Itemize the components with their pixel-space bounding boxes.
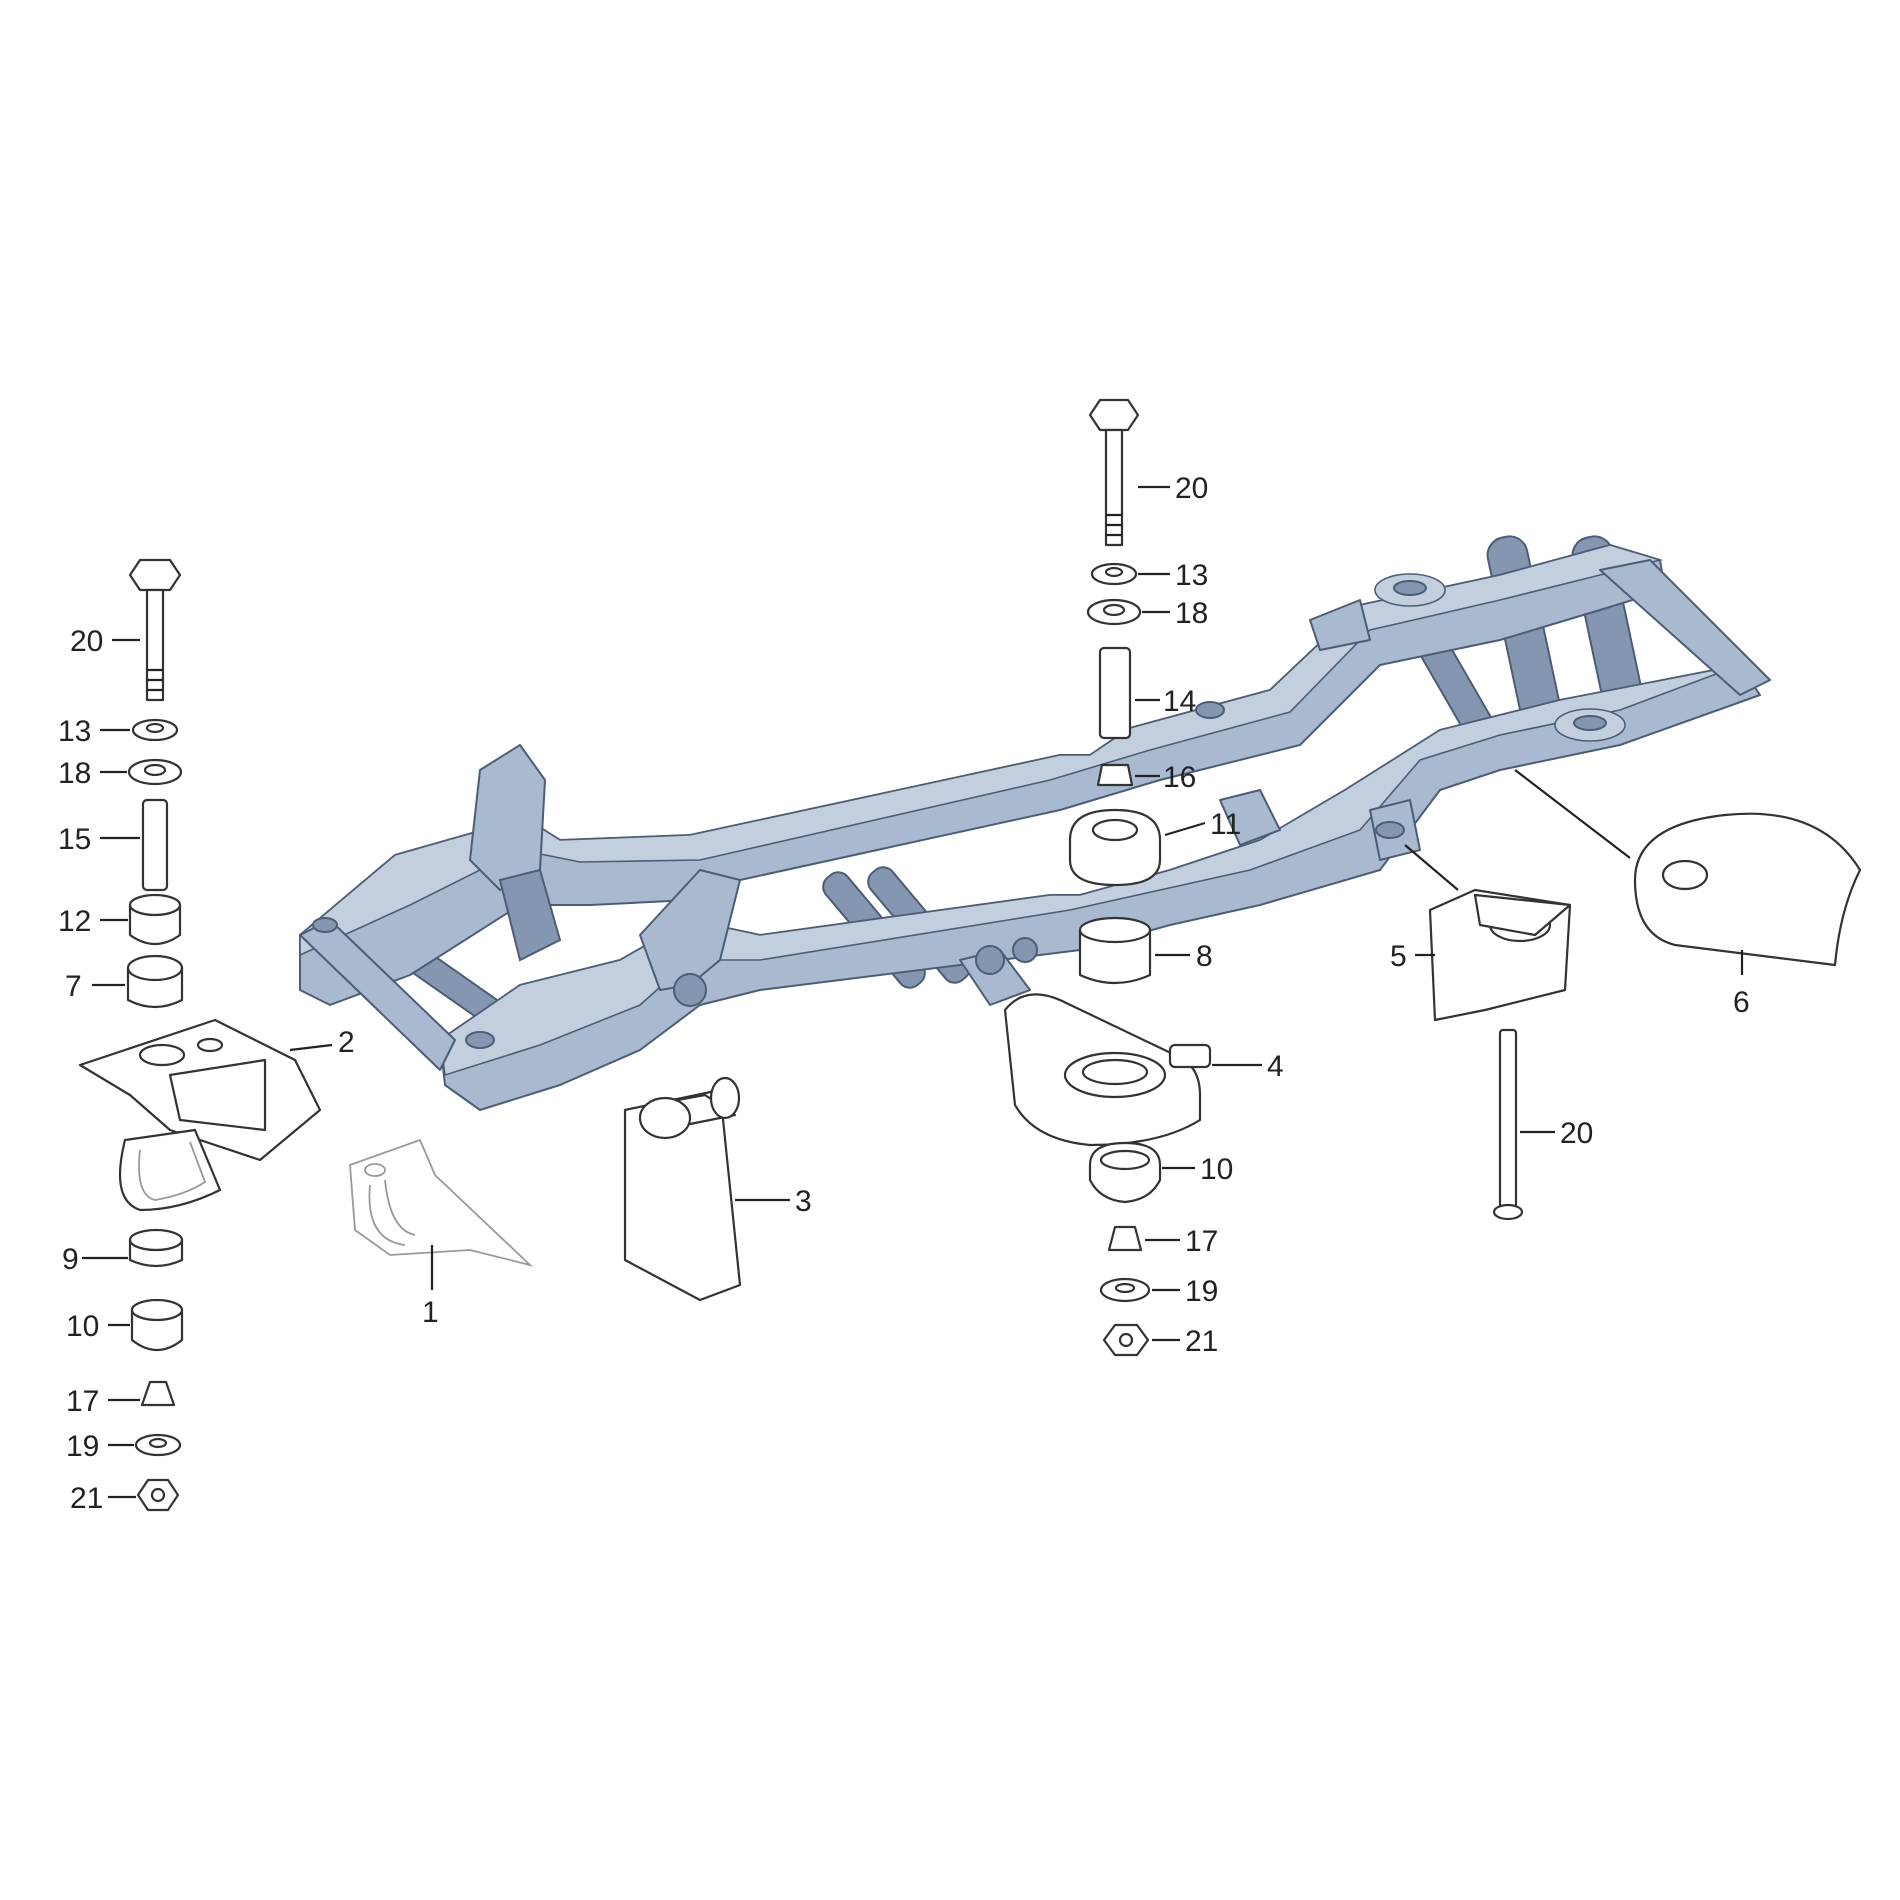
callout-labels: 20 13 18 15 12 7 9 10 17 19 21 2 1 3 20 … <box>58 472 1750 1515</box>
callout-9: 9 <box>62 1243 79 1276</box>
callout-13-center: 13 <box>1175 559 1208 592</box>
chassis-frame <box>299 535 1771 1111</box>
callout-17-left: 17 <box>66 1385 99 1418</box>
callout-19-center: 19 <box>1185 1275 1218 1308</box>
callout-7: 7 <box>65 970 82 1003</box>
callout-20-center: 20 <box>1175 472 1208 505</box>
left-sleeve-15-part <box>141 798 169 892</box>
callout-16: 16 <box>1163 761 1196 794</box>
callout-10-left: 10 <box>66 1310 99 1343</box>
leader-lines <box>82 485 1744 1499</box>
right-bolt-part <box>1492 1028 1524 1221</box>
callout-10-center: 10 <box>1200 1153 1233 1186</box>
bracket-4-part <box>1003 993 1212 1147</box>
left-mount-stack <box>126 558 184 1512</box>
left-cone-17-part <box>140 1380 176 1407</box>
center-cone-16-part <box>1096 763 1134 787</box>
bracket-6-part <box>1633 812 1862 967</box>
bracket-5-part <box>1428 888 1572 1022</box>
center-bushing-8-part <box>1078 928 1152 985</box>
center-cone-17-part <box>1107 1225 1143 1252</box>
callout-2: 2 <box>338 1026 355 1059</box>
bracket-2-part <box>78 1018 322 1212</box>
callout-20-right: 20 <box>1560 1117 1593 1150</box>
callout-3: 3 <box>795 1185 812 1218</box>
callout-1: 1 <box>422 1296 439 1329</box>
callout-12: 12 <box>58 905 91 938</box>
center-sleeve-14-part <box>1098 646 1132 740</box>
callout-21-center: 21 <box>1185 1325 1218 1358</box>
callout-4: 4 <box>1267 1050 1284 1083</box>
left-bolt-part <box>128 558 182 702</box>
callout-14: 14 <box>1163 685 1196 718</box>
callout-13-left: 13 <box>58 715 91 748</box>
callout-15: 15 <box>58 823 91 856</box>
callout-20-left: 20 <box>70 625 103 658</box>
callout-6: 6 <box>1733 986 1750 1019</box>
left-bushing-10-part <box>130 1308 184 1352</box>
callout-19-left: 19 <box>66 1430 99 1463</box>
bracket-1-part <box>349 1138 534 1267</box>
callout-11: 11 <box>1210 808 1241 841</box>
callout-21-left: 21 <box>70 1482 103 1515</box>
center-bolt-part <box>1088 398 1140 432</box>
callout-18-center: 18 <box>1175 597 1208 630</box>
bracket-3-part <box>623 1076 742 1302</box>
callout-5: 5 <box>1390 940 1407 973</box>
callout-17-center: 17 <box>1185 1225 1218 1258</box>
callout-18-left: 18 <box>58 757 91 790</box>
center-mount-stack <box>1003 398 1212 1357</box>
callout-8: 8 <box>1196 940 1213 973</box>
